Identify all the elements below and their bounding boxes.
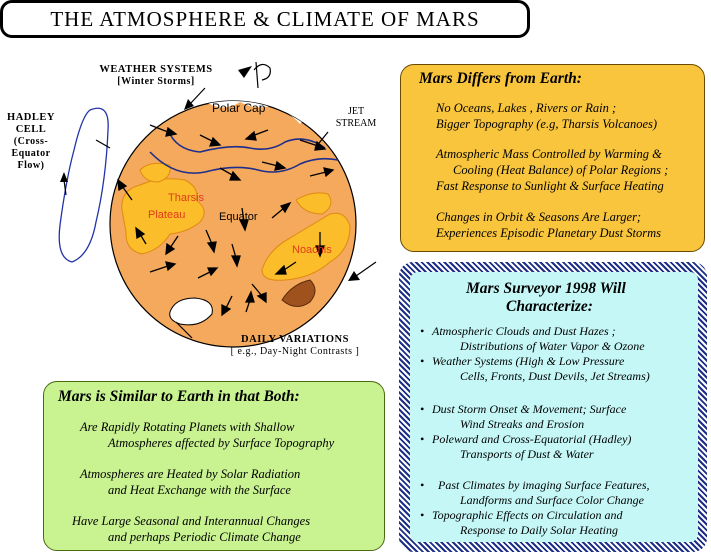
equator-label: Equator	[219, 211, 258, 223]
bullet-icon: •	[420, 508, 425, 522]
south-cap-shape	[169, 297, 213, 326]
differs-line: No Oceans, Lakes , Rivers or Rain ;	[436, 101, 617, 115]
tharsis-label: Tharsis	[168, 192, 205, 204]
differs-line: Changes in Orbit & Seasons Are Larger;	[436, 210, 642, 224]
bullet-icon: •	[420, 478, 425, 492]
arrow-icon	[348, 271, 360, 281]
surveyor-item: Landforms and Surface Color Change	[460, 493, 645, 507]
surveyor-item: Weather Systems (High & Low Pressure	[432, 354, 625, 368]
title-banner: THE ATMOSPHERE & CLIMATE OF MARS	[0, 0, 530, 38]
bullet-icon: •	[420, 432, 425, 446]
wind-arrows	[117, 124, 335, 317]
surveyor-item: Dust Storm Onset & Movement; Surface	[432, 402, 627, 416]
differs-line: Experiences Episodic Planetary Dust Stor…	[436, 226, 661, 240]
hadley-cell-loop	[58, 107, 109, 263]
polar-cap-label: Polar Cap	[212, 101, 266, 115]
similar-line: and perhaps Periodic Climate Change	[108, 530, 301, 544]
similar-line: Have Large Seasonal and Interannual Chan…	[72, 514, 311, 528]
surveyor-item: Response to Daily Solar Heating	[460, 523, 618, 537]
similar-line: Are Rapidly Rotating Planets with Shallo…	[80, 420, 295, 434]
surveyor-item: Transports of Dust & Water	[460, 447, 594, 461]
differs-line: Fast Response to Sunlight & Surface Heat…	[436, 179, 664, 193]
arrow-icon	[184, 99, 194, 110]
jet-stream-line	[149, 151, 339, 174]
page-title: THE ATMOSPHERE & CLIMATE OF MARS	[50, 6, 480, 31]
rotation-arrow	[253, 63, 271, 81]
bullet-icon: •	[420, 354, 425, 368]
arrow-icon	[60, 172, 68, 182]
noachis-shape	[261, 212, 351, 281]
surveyor-item: Poleward and Cross-Equatorial (Hadley)	[432, 432, 632, 446]
plateau-label: Plateau	[148, 209, 186, 221]
bullet-icon: •	[420, 324, 425, 338]
similar-heading: Mars is Similar to Earth in that Both:	[58, 388, 300, 405]
surveyor-panel	[410, 272, 698, 542]
jet-stream-line	[167, 129, 326, 153]
similar-line: and Heat Exchange with the Surface	[108, 483, 291, 497]
similar-line: Atmospheres affected by Surface Topograp…	[108, 436, 335, 450]
differs-line: Atmospheric Mass Controlled by Warming &	[436, 147, 662, 161]
surveyor-item: Wind Streaks and Erosion	[460, 417, 585, 431]
differs-heading: Mars Differs from Earth:	[419, 70, 582, 87]
differs-line: Cooling (Heat Balance) of Polar Regions …	[453, 163, 669, 177]
differs-line: Bigger Topography (e.g, Tharsis Volcanoe…	[436, 117, 658, 131]
surveyor-item: Past Climates by imaging Surface Feature…	[438, 478, 650, 492]
highland-shape	[295, 192, 332, 215]
daily-variations-label: DAILY VARIATIONS [ e.g., Day-Night Contr…	[230, 334, 360, 357]
surveyor-item: Distributions of Water Vapor & Ozone	[460, 339, 645, 353]
bullet-icon: •	[420, 402, 425, 416]
hadley-cell-label: HADLEY CELL (Cross- Equator Flow)	[7, 112, 55, 171]
highland-shape	[139, 162, 171, 183]
mars-diagram	[58, 61, 377, 348]
similar-line: Atmospheres are Heated by Solar Radiatio…	[80, 467, 301, 481]
surveyor-heading: Characterize:	[506, 298, 593, 315]
similar-panel	[43, 381, 385, 551]
surveyor-item: Cells, Fronts, Dust Devils, Jet Streams)	[460, 369, 650, 383]
weather-systems-label: WEATHER SYSTEMS [Winter Storms]	[99, 64, 213, 87]
crater-shape	[281, 279, 316, 307]
surveyor-item: Atmospheric Clouds and Dust Hazes ;	[432, 324, 616, 338]
differs-panel	[400, 64, 705, 252]
surveyor-item: Topographic Effects on Circulation and	[432, 508, 623, 522]
noachis-label: Noachis	[292, 244, 332, 256]
jet-stream-label: JET STREAM	[335, 106, 377, 129]
arrow-icon	[238, 66, 252, 78]
surveyor-heading: Mars Surveyor 1998 Will	[466, 280, 626, 297]
